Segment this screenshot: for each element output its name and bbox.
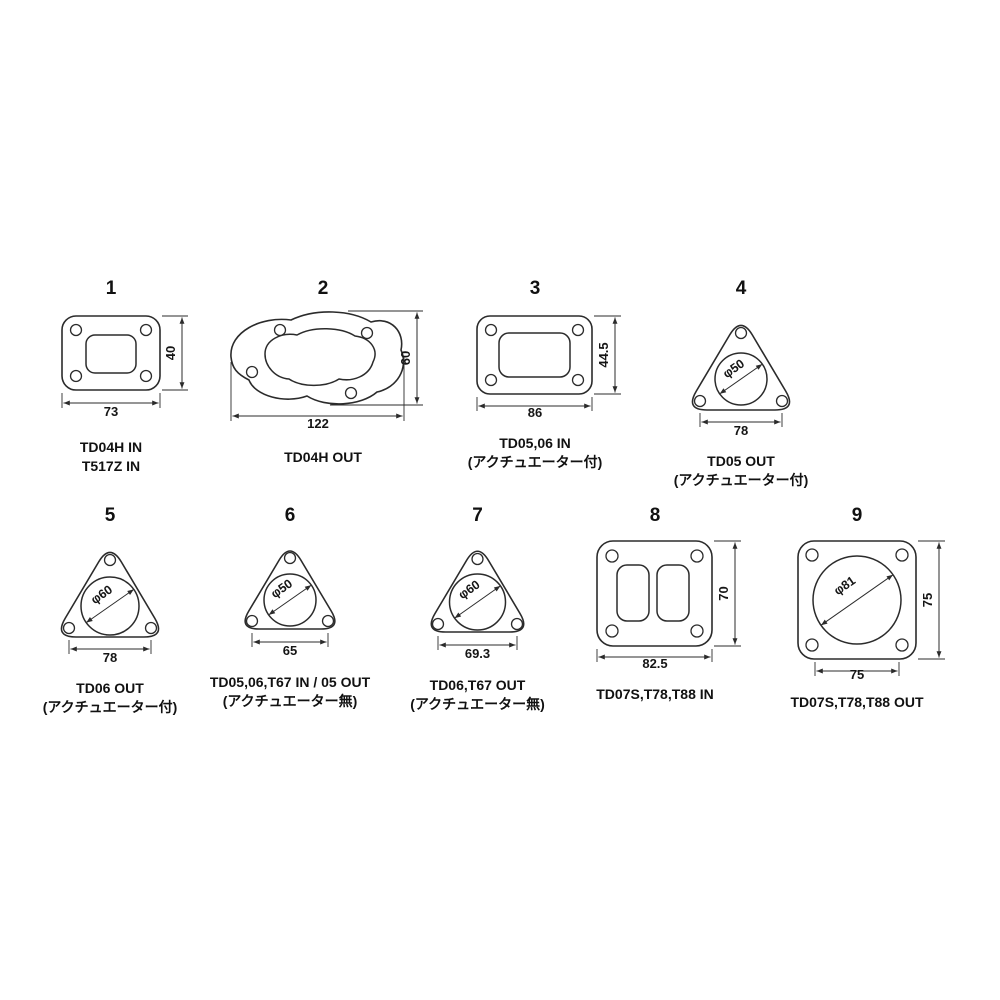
item-number: 4 (735, 278, 747, 299)
item-label: TD05,06 IN (アクチュエーター付) (468, 434, 603, 472)
port-opening (264, 328, 376, 387)
dim-width-label: 82.5 (642, 656, 667, 669)
item-label-line: TD04H IN (79, 439, 143, 455)
bolt-holes (431, 552, 524, 631)
bolt-holes (62, 553, 158, 635)
item-number: 2 (317, 278, 329, 299)
item-label: TD04H IN T517Z IN (80, 438, 142, 476)
item-label-line: TD05,06,T67 IN / 05 OUT (209, 674, 371, 690)
dim-height-label: 60 (398, 351, 413, 365)
height-dimension: 40 (162, 315, 188, 391)
item-number: 9 (851, 505, 863, 526)
item-label-line: TD06,T67 OUT (429, 677, 526, 693)
flange-drawing-triangle: φ60 78 (60, 551, 160, 665)
item-label: TD07S,T78,T88 IN (596, 685, 714, 704)
flange-item-9: 9 φ81 75 75 TD07S,T78, (757, 503, 957, 712)
item-label-line: (アクチュエーター付) (42, 699, 178, 715)
width-dimension: 73 (61, 393, 161, 418)
item-label: TD05,06,T67 IN / 05 OUT (アクチュエーター無) (210, 673, 370, 711)
item-number: 8 (649, 505, 661, 526)
port-opening (85, 334, 137, 374)
dim-height-label: 75 (920, 593, 935, 607)
flange-drawing-triangle: φ60 69.3 (430, 550, 525, 661)
flange-item-6: 6 φ50 65 TD05,06,T67 IN / 05 OUT (アクチュエー… (210, 503, 370, 711)
flange-item-5: 5 φ60 78 TD06 OUT (アクチュエーター付) (35, 503, 185, 717)
flange-item-8: 8 70 82.5 TD07S,T78,T88 IN (555, 503, 755, 704)
item-label-line: TD04H OUT (284, 449, 362, 465)
dim-width-label: 86 (528, 405, 542, 418)
dim-width-label: 73 (104, 404, 118, 418)
flange-drawing-triangle: φ50 65 (244, 550, 336, 658)
height-dimension: 70 (714, 540, 741, 647)
height-dimension: 44.5 (594, 315, 621, 395)
item-label-line: TD07S,T78,T88 OUT (790, 694, 924, 710)
port-opening-left (616, 564, 650, 622)
item-label-line: (アクチュエーター付) (467, 454, 603, 470)
dim-height-label: 40 (163, 346, 178, 360)
item-label: TD07S,T78,T88 OUT (790, 693, 923, 712)
width-dimension: 78 (699, 413, 783, 438)
flange-drawing-triangle: φ50 78 (691, 324, 791, 438)
width-dimension: 122 (230, 357, 405, 430)
item-number: 5 (104, 505, 116, 526)
flange-item-3: 3 44.5 86 TD05,06 IN (アクチュエーター付) (435, 276, 635, 472)
bolt-holes (605, 549, 704, 638)
item-label-line: (アクチュエーター無) (410, 696, 545, 712)
bolt-holes (69, 323, 153, 383)
dim-height-label: 70 (716, 586, 731, 600)
item-label: TD04H OUT (284, 448, 362, 467)
height-dimension: 75 (918, 540, 945, 660)
bolt-holes (693, 326, 789, 408)
width-dimension: 86 (476, 397, 593, 418)
flange-drawing-oval: 60 122 (230, 310, 423, 430)
bolt-holes (245, 551, 335, 628)
item-number: 6 (284, 505, 296, 526)
dim-width-label: 69.3 (465, 646, 490, 661)
dim-height-label: 44.5 (596, 342, 611, 367)
width-dimension: 65 (251, 633, 329, 658)
flange-drawing-rect4: 40 73 (61, 315, 188, 418)
bolt-holes (805, 548, 909, 652)
item-label-line: TD05,06 IN (499, 435, 571, 451)
flange-drawing-rect4: 44.5 86 (476, 315, 621, 418)
bolt-holes (484, 323, 585, 387)
port-opening-right (656, 564, 690, 622)
bolt-holes (245, 323, 374, 400)
width-dimension: 69.3 (437, 636, 518, 661)
dim-width-label: 78 (734, 423, 748, 438)
item-number: 3 (529, 278, 541, 299)
flange-item-2: 2 60 122 TD04H OUT (218, 276, 428, 467)
width-dimension: 82.5 (596, 649, 713, 669)
item-number: 7 (472, 505, 483, 526)
item-label-line: TD06 OUT (76, 680, 144, 696)
port-opening (498, 332, 571, 378)
item-label: TD06,T67 OUT (アクチュエーター無) (410, 676, 545, 714)
flange-item-7: 7 φ60 69.3 TD06,T67 OUT (アクチュエーター無) (405, 503, 550, 714)
item-label-line: (アクチュエーター無) (222, 693, 358, 709)
item-label: TD05 OUT (アクチュエーター付) (674, 452, 809, 490)
flange-drawing-twin-port: 70 82.5 (596, 540, 741, 669)
item-label-line: (アクチュエーター付) (673, 472, 809, 488)
item-label-line: TD05 OUT (707, 453, 775, 469)
item-number: 1 (105, 278, 117, 299)
item-label-line: T517Z IN (81, 458, 141, 474)
item-label: TD06 OUT (アクチュエーター付) (43, 679, 178, 717)
dim-width-label: 122 (307, 416, 329, 430)
dim-width-label: 75 (850, 667, 864, 681)
width-dimension: 75 (814, 662, 900, 681)
item-label-line: TD07S,T78,T88 IN (596, 686, 714, 702)
flange-item-1: 1 40 73 TD04H IN T517Z IN (22, 276, 200, 476)
width-dimension: 78 (68, 640, 152, 665)
height-dimension: 60 (330, 310, 423, 406)
dim-width-label: 65 (283, 643, 297, 658)
flange-drawing-round-port: φ81 75 75 (797, 540, 945, 681)
dim-width-label: 78 (103, 650, 117, 665)
flange-item-4: 4 φ50 78 TD05 OUT (アクチュエーター付) (666, 276, 816, 490)
